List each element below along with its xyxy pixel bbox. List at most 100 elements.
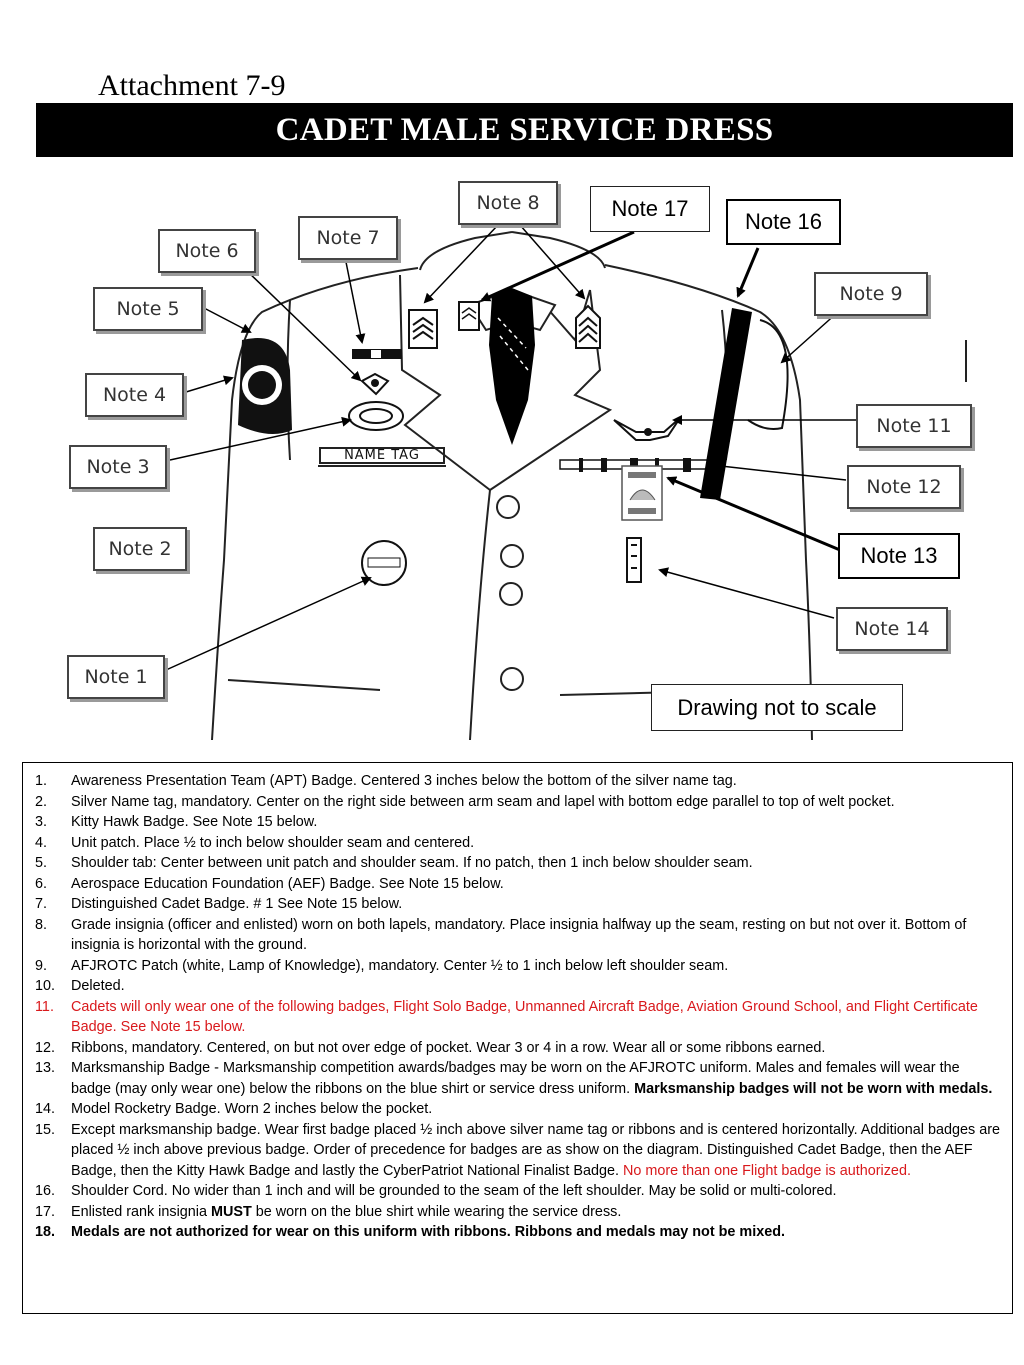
button-2 — [500, 544, 524, 568]
arrow-note-8b — [519, 224, 586, 300]
callout-note-12: Note 12 — [847, 465, 961, 509]
arrow-note-12 — [710, 460, 847, 481]
callout-note-17: Note 17 — [590, 186, 710, 232]
note-text-part: Marksmanship badges will not be worn wit… — [634, 1080, 993, 1097]
page-title: CADET MALE SERVICE DRESS — [36, 103, 1013, 157]
note-item: 17.Enlisted rank insignia MUST be worn o… — [35, 1202, 1002, 1223]
note-text: Cadets will only wear one of the followi… — [71, 997, 1002, 1038]
left-lapel — [399, 274, 491, 491]
note-text: Unit patch. Place ½ to inch below should… — [71, 833, 1002, 854]
note-text: Shoulder tab: Center between unit patch … — [71, 853, 1002, 874]
note-text-part: Model Rocketry Badge. Worn 2 inches belo… — [71, 1101, 433, 1117]
note-number: 9. — [35, 957, 48, 974]
note-item: 13. Marksmanship Badge - Marksmanship com… — [35, 1058, 1002, 1099]
note-number: 7. — [35, 896, 48, 912]
callout-note-6: Note 6 — [158, 229, 256, 273]
note-item: 9.AFJROTC Patch (white, Lamp of Knowledg… — [35, 956, 1002, 977]
callout-note-3: Note 3 — [69, 445, 167, 489]
left-lower-pocket — [227, 679, 381, 691]
shoulder-cord — [700, 308, 752, 500]
note-text-part: Grade insignia (officer and enlisted) wo… — [71, 916, 967, 954]
notes-panel: 1. Awareness Presentation Team (APT) Badg… — [22, 762, 1013, 1314]
note-text: Awareness Presentation Team (APT) Badge.… — [71, 771, 1002, 792]
arrow-note-16 — [736, 247, 760, 298]
arrow-note-4 — [185, 375, 234, 393]
necktie — [489, 288, 535, 445]
note-item: 18. Medals are not authorized for wear on… — [35, 1222, 1002, 1243]
note-number: 11. — [35, 998, 54, 1015]
note-text: Shoulder Cord. No wider than 1 inch and … — [71, 1181, 1002, 1202]
note-text: Marksmanship Badge - Marksmanship compet… — [71, 1058, 1002, 1099]
note-item: 15.Except marksmanship badge. Wear first… — [35, 1120, 1002, 1182]
callout-note-5: Note 5 — [93, 287, 203, 331]
note-text: Silver Name tag, mandatory. Center on th… — [71, 792, 1002, 813]
note-number: 13. — [35, 1060, 56, 1076]
note-text-part: Cadets will only wear one of the followi… — [71, 998, 978, 1036]
note-item: 8.Grade insignia (officer and enlisted) … — [35, 915, 1002, 956]
grade-insignia — [408, 301, 601, 349]
note-text: Aerospace Education Foundation (AEF) Bad… — [71, 874, 1002, 895]
button-1 — [496, 495, 520, 519]
note-item: 6.Aerospace Education Foundation (AEF) B… — [35, 874, 1002, 895]
note-number: 10. — [35, 978, 56, 994]
note-item: 5.Shoulder tab: Center between unit patc… — [35, 853, 1002, 874]
arrow-note-14 — [658, 567, 835, 619]
note-text-part: Marksmanship Badge - Marksmanship compet… — [71, 1060, 960, 1097]
left-chest-badges — [348, 349, 407, 586]
note-text-part: Shoulder tab: Center between unit patch … — [71, 855, 753, 871]
arrow-note-7 — [345, 261, 366, 344]
page-title-text: CADET MALE SERVICE DRESS — [275, 111, 774, 148]
arrow-note-5 — [203, 307, 252, 333]
collar-right — [511, 231, 606, 269]
note-text-part: Shoulder Cord. No wider than 1 inch and … — [71, 1183, 837, 1199]
callout-note-4: Note 4 — [85, 373, 184, 417]
note-text: Except marksmanship badge. Wear first ba… — [71, 1120, 1002, 1182]
collar-left — [419, 231, 513, 271]
uniform-diagram — [165, 224, 967, 741]
note-text: Grade insignia (officer and enlisted) wo… — [71, 915, 1002, 956]
note-text: Model Rocketry Badge. Worn 2 inches belo… — [71, 1099, 1002, 1120]
note-number: 17. — [35, 1203, 56, 1220]
note-item: 7. Distinguished Cadet Badge. # 1 See Not… — [35, 894, 1002, 915]
button-4 — [500, 667, 524, 691]
note-number: 1. — [35, 773, 48, 789]
note-text-part: Aerospace Education Foundation (AEF) Bad… — [71, 875, 504, 892]
model-rocketry-badge — [626, 537, 642, 583]
arrow-note-13 — [666, 476, 841, 552]
note-text: Medals are not authorized for wear on th… — [71, 1222, 1002, 1243]
arrow-note-9 — [780, 311, 839, 364]
name-tag: NAME TAG — [319, 447, 445, 464]
attachment-label: Attachment 7-9 — [98, 69, 286, 102]
arrow-note-6 — [245, 269, 362, 382]
callout-note-16: Note 16 — [726, 199, 841, 245]
note-text-part: Ribbons, mandatory. Centered, on but not… — [71, 1039, 826, 1056]
note-number: 3. — [35, 814, 48, 830]
front-placket — [469, 489, 491, 741]
note-text: Kitty Hawk Badge. See Note 15 below. — [71, 812, 1002, 833]
callout-note-13: Note 13 — [838, 533, 960, 579]
note-text-part: Distinguished Cadet Badge. # 1 See Note … — [71, 896, 403, 912]
note-text-part: Deleted. — [71, 978, 125, 994]
jacket-buttons — [496, 495, 524, 691]
note-text-part: MUST — [211, 1203, 252, 1220]
note-text-part: Awareness Presentation Team (APT) Badge.… — [71, 773, 737, 789]
note-text: Deleted. — [71, 976, 1002, 997]
note-number: 14. — [35, 1101, 56, 1117]
note-text: Ribbons, mandatory. Centered, on but not… — [71, 1038, 1002, 1059]
note-text-part: Except marksmanship badge. Wear first ba… — [71, 1121, 1000, 1179]
afjrotc-patch — [747, 319, 789, 430]
note-text-part: Unit patch. Place ½ to inch below should… — [71, 834, 475, 851]
note-number: 16. — [35, 1183, 56, 1199]
note-item: 10. Deleted. — [35, 976, 1002, 997]
callout-note-2: Note 2 — [93, 527, 187, 571]
callout-note-9: Note 9 — [814, 272, 928, 316]
button-3 — [499, 582, 523, 606]
callout-note-14: Note 14 — [836, 607, 948, 651]
shirt-and-tie — [468, 288, 557, 445]
note-item: 4.Unit patch. Place ½ to inch below shou… — [35, 833, 1002, 854]
right-shoulder-line — [604, 264, 813, 741]
note-number: 18. — [35, 1224, 56, 1240]
arrow-note-1 — [165, 576, 372, 671]
note-text: Distinguished Cadet Badge. # 1 See Note … — [71, 894, 1002, 915]
unit-patch — [238, 338, 292, 434]
